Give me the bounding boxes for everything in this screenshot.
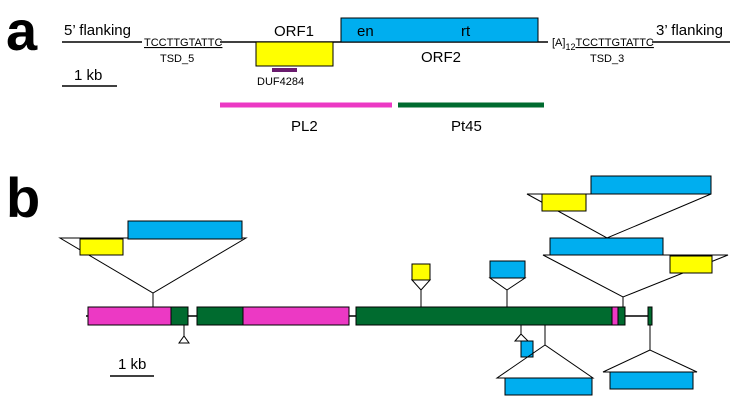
three-flanking-label: 3’ flanking — [656, 22, 723, 39]
pt45-label: Pt45 — [451, 118, 482, 135]
tsd3-polya-prefix: [A] — [552, 37, 565, 49]
deletion-1-triangle — [178, 335, 190, 344]
panel-b-scale-label: 1 kb — [118, 356, 146, 373]
pt45-segment-3 — [355, 306, 613, 326]
insertion-7-orf1 — [669, 255, 713, 274]
orf2-label: ORF2 — [421, 49, 461, 66]
insertion-6-triangle — [602, 349, 698, 373]
pt45-segment-1 — [170, 306, 189, 326]
insertion-2-orf1 — [411, 263, 431, 281]
pt45-segment-5 — [647, 306, 653, 326]
insertion-3-orf2 — [489, 260, 526, 279]
insertion-1-orf1 — [79, 238, 124, 256]
tsd5-sequence: TCCTTGTATTC — [144, 37, 222, 49]
en-domain-label: en — [357, 23, 374, 40]
insertion-5-triangle — [495, 344, 595, 379]
pl2-segment-2 — [242, 306, 350, 326]
panel-a-label: a — [6, 0, 38, 62]
duf4284-label: DUF4284 — [257, 76, 304, 88]
insertion-2-triangle — [410, 279, 432, 291]
tsd5-label: TSD_5 — [160, 53, 194, 65]
tsd3-polya: [A]12TCCTTGTATTC — [552, 37, 654, 52]
panel-a-scale-label: 1 kb — [74, 67, 102, 84]
pl2-segment-1 — [87, 306, 172, 326]
tsd3-sequence: TCCTTGTATTC — [575, 37, 653, 49]
insertion-3-triangle — [488, 277, 527, 291]
pt45-segment-2 — [196, 306, 244, 326]
insertion-1-orf2 — [127, 220, 243, 240]
tsd3-label: TSD_3 — [590, 53, 624, 65]
pl2-segment-3 — [611, 306, 619, 326]
panel-b-label: b — [6, 166, 40, 229]
tsd3-polya-sub: 12 — [565, 42, 575, 52]
orf1-label: ORF1 — [274, 23, 314, 40]
insertion-6-orf2 — [609, 371, 694, 390]
orf1-box — [255, 41, 334, 67]
insertion-8-orf1 — [541, 193, 587, 212]
insertion-4-triangle — [513, 333, 530, 342]
pt45-segment-4 — [617, 306, 626, 326]
rt-domain-label: rt — [461, 23, 471, 40]
insertion-5-orf2 — [504, 377, 593, 396]
orf2-box — [340, 17, 539, 43]
five-flanking-label: 5’ flanking — [64, 22, 131, 39]
insertion-8-orf2 — [590, 175, 712, 195]
pl2-label: PL2 — [291, 118, 318, 135]
insertion-7-orf2 — [549, 237, 664, 256]
